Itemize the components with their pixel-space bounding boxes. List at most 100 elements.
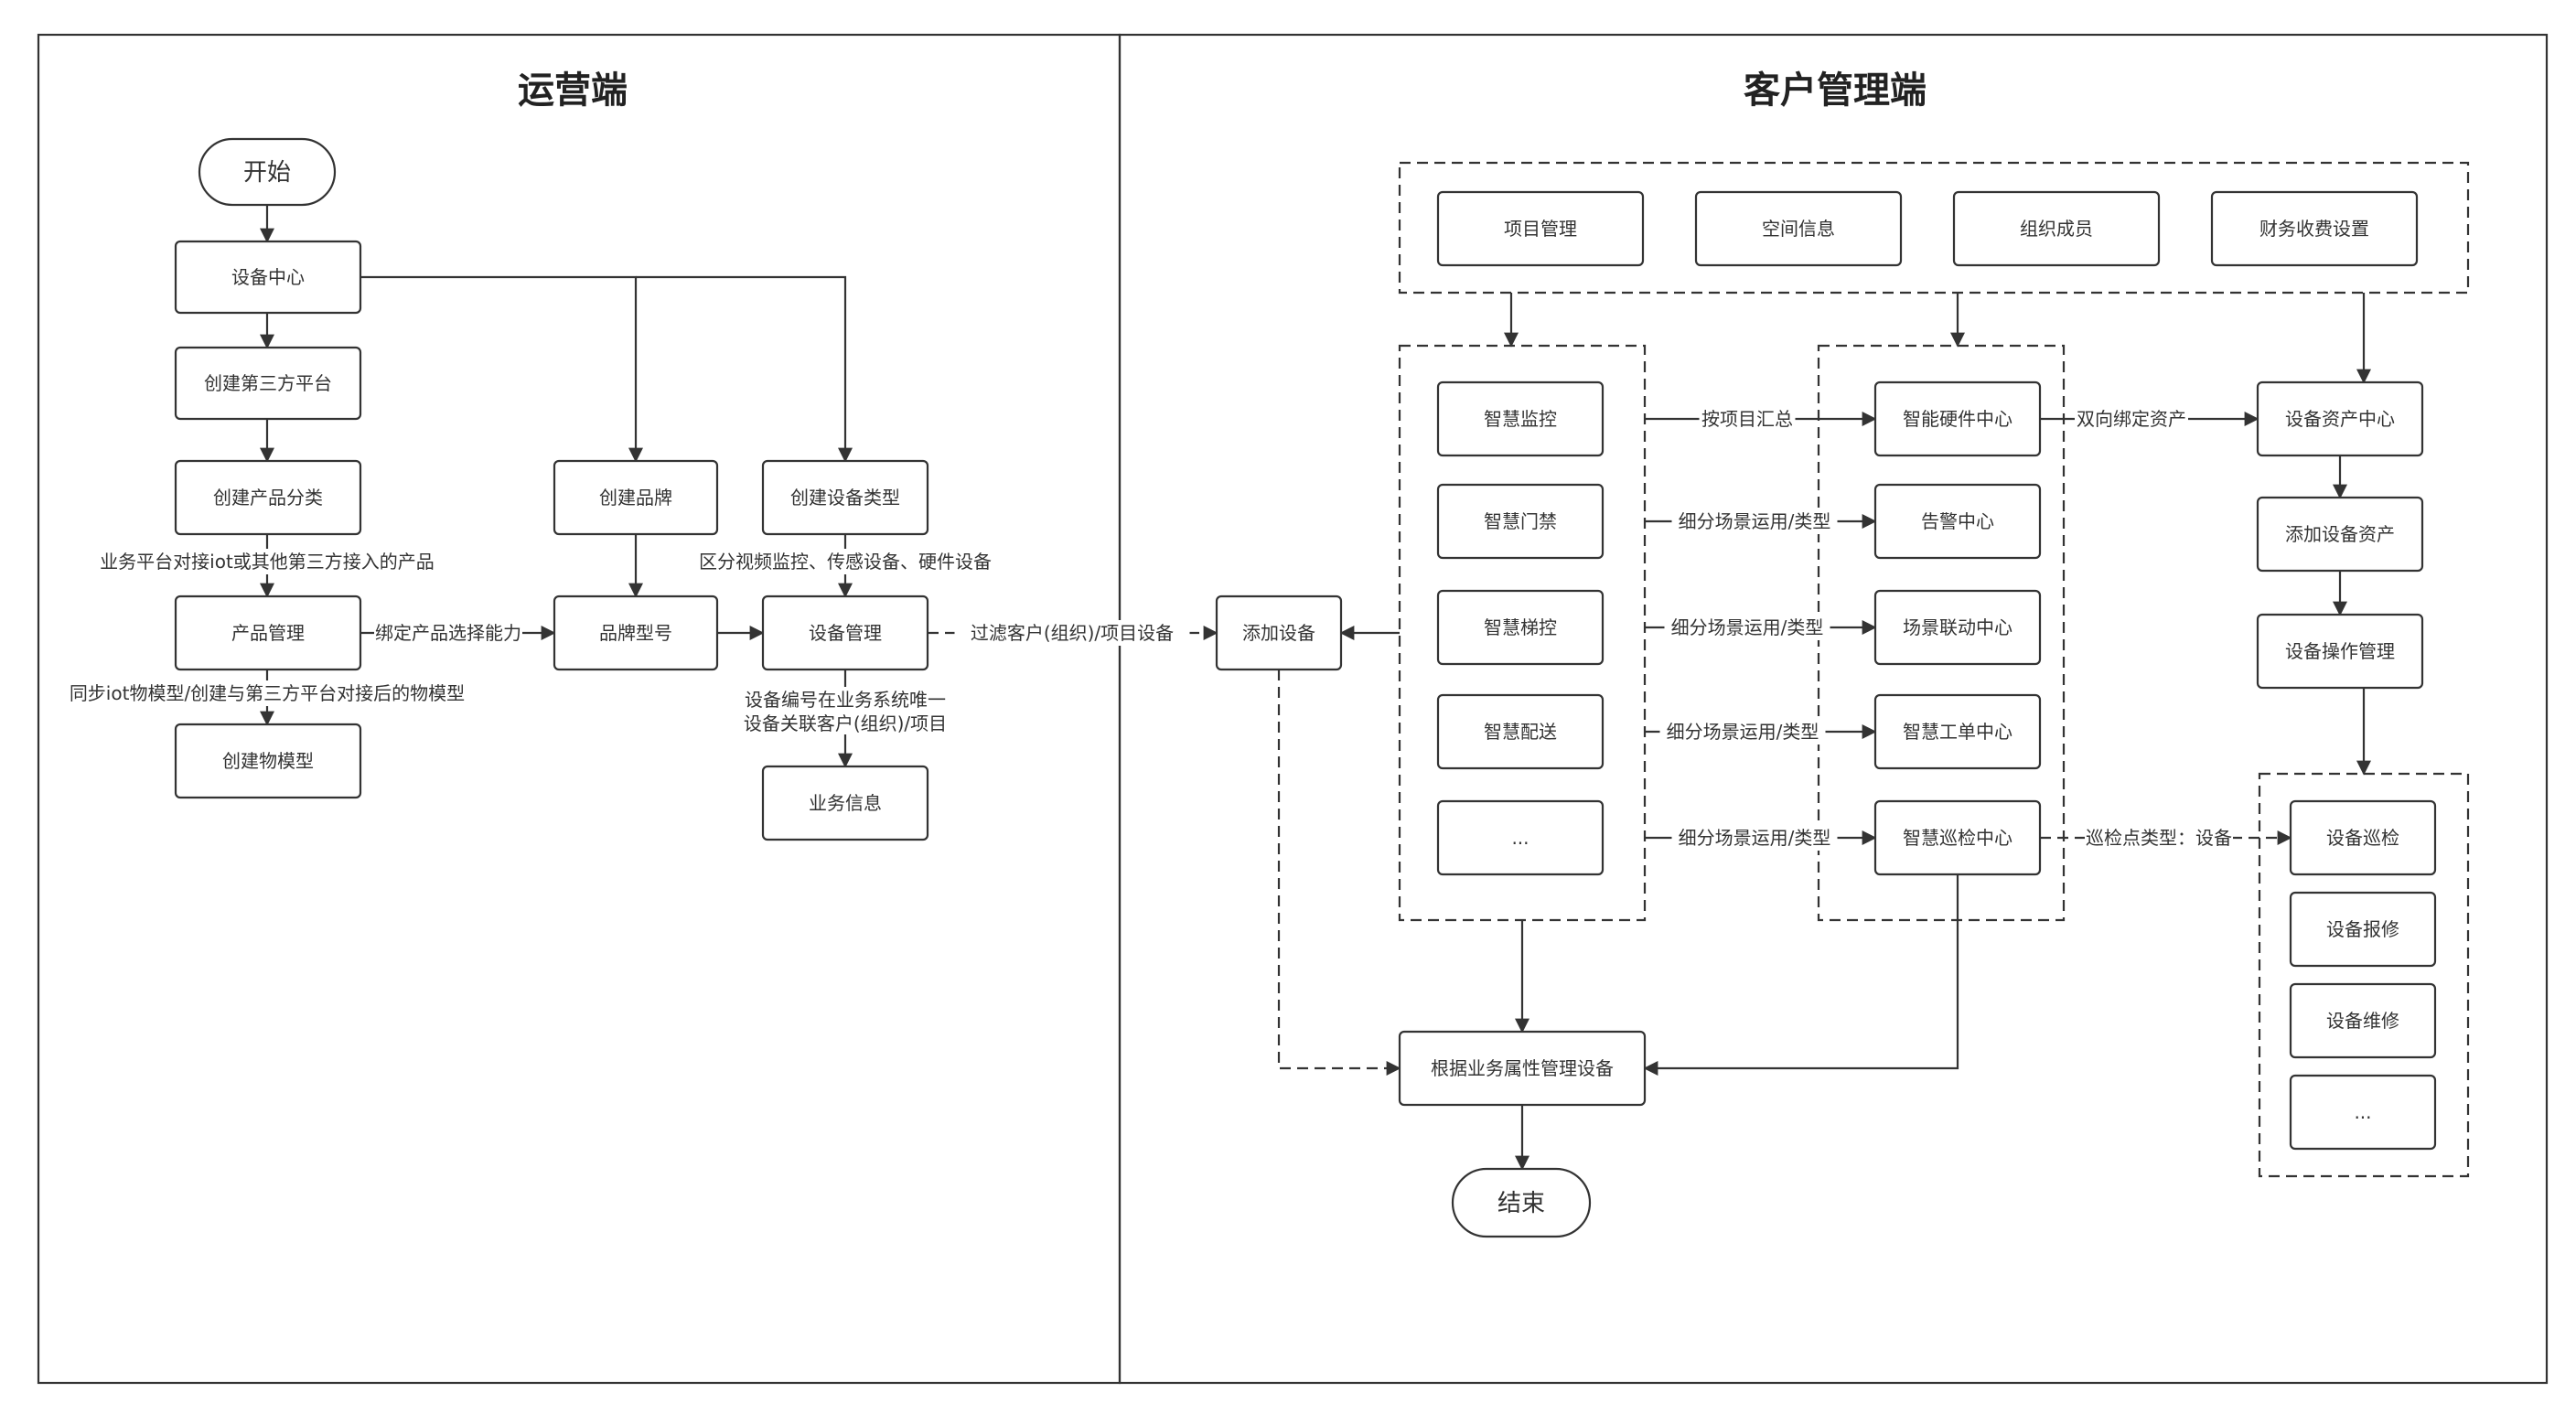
node-box [1873,380,2042,457]
edge-layer [260,205,2371,1171]
node-create-devtype: 创建设备类型 [761,459,929,536]
edge-label-line: 设备编号在业务系统唯一 [745,689,946,711]
node-smart-access: 智慧门禁 [1436,483,1605,560]
node-label: 智慧门禁 [1484,510,1557,532]
node-box [2256,613,2424,690]
node-space-info: 空间信息 [1694,190,1903,267]
edge-label: 细分场景运用/类型 [1659,719,1826,744]
node-label: ... [2354,1101,2371,1123]
node-alarm-center: 告警中心 [1873,483,2042,560]
node-label: 业务信息 [809,792,882,814]
node-box [198,137,337,207]
node-label: 项目管理 [1504,218,1577,240]
node-box [174,346,362,421]
edge-label-text: 细分场景运用/类型 [1671,616,1824,638]
node-label: 开始 [243,159,291,187]
edge-label: 业务平台对接iot或其他第三方接入的产品 [89,549,445,574]
node-label: 创建第三方平台 [204,372,332,394]
node-box [174,459,362,536]
node-box [2256,496,2424,573]
node-box [2289,982,2437,1059]
edge-label-line: 设备关联客户(组织)/项目 [744,712,947,734]
edge-label: 区分视频监控、传感设备、硬件设备 [699,549,992,574]
node-label: 告警中心 [1921,510,1994,532]
node-dev-patrol: 设备巡检 [2289,799,2437,876]
node-more-right: ... [2289,1074,2437,1151]
node-label: 添加设备资产 [2285,523,2395,545]
node-box [1436,380,1605,457]
node-label: 智慧工单中心 [1903,721,2012,743]
node-box [2256,380,2424,457]
node-label: 结束 [1497,1190,1545,1217]
node-box [2289,1074,2437,1151]
node-create-brand: 创建品牌 [553,459,719,536]
node-box [761,595,929,671]
edge-label-text: 细分场景运用/类型 [1679,827,1831,849]
node-brand-model: 品牌型号 [553,595,719,671]
node-finance: 财务收费设置 [2210,190,2419,267]
node-dev-report: 设备报修 [2289,891,2437,968]
node-label: 智慧监控 [1484,408,1557,430]
edge-label: 细分场景运用/类型 [1664,615,1830,640]
node-box [174,240,362,315]
node-product-mgmt: 产品管理 [174,595,362,671]
edge-label-text: 过滤客户(组织)/项目设备 [971,622,1174,644]
lane-client: 客户管理端 [1118,33,2549,1385]
node-label: 智能硬件中心 [1903,408,2012,430]
edge-label: 按项目汇总 [1699,406,1796,432]
node-label: 品牌型号 [599,622,672,644]
node-biz-info: 业务信息 [761,765,929,841]
edge-label: 细分场景运用/类型 [1671,509,1838,534]
node-patrol-center: 智慧巡检中心 [1873,799,2042,876]
node-box [1873,483,2042,560]
edge-label-text: 同步iot物模型/创建与第三方平台对接后的物模型 [70,682,465,704]
node-box [1215,595,1343,671]
edge-label-text: 业务平台对接iot或其他第三方接入的产品 [100,551,435,573]
edge-label-text: 细分场景运用/类型 [1667,721,1819,743]
node-box [1873,589,2042,666]
edge-label-text: 区分视频监控、传感设备、硬件设备 [699,551,992,573]
node-create-third: 创建第三方平台 [174,346,362,421]
edge-label: 过滤客户(组织)/项目设备 [954,620,1190,646]
node-box [1436,483,1605,560]
edge-label: 同步iot物模型/创建与第三方平台对接后的物模型 [54,680,480,706]
edge-label-text: 绑定产品选择能力 [375,622,521,644]
node-label: 财务收费设置 [2259,218,2369,240]
node-label: 设备巡检 [2326,827,2399,849]
node-box [1873,799,2042,876]
edge-label: 细分场景运用/类型 [1671,825,1838,851]
node-box [1952,190,2161,267]
node-label: 设备报修 [2326,918,2399,940]
node-box [1436,799,1605,876]
node-create-cat: 创建产品分类 [174,459,362,536]
node-box [2289,799,2437,876]
node-box [2289,891,2437,968]
node-smart-delivery: 智慧配送 [1436,693,1605,770]
node-device-center: 设备中心 [174,240,362,315]
node-label: 智慧配送 [1484,721,1557,743]
edge-add-device-to-manage-by-attr [1277,670,1401,1076]
node-box [1873,693,2042,770]
edge-label: 巡检点类型：设备 [2085,825,2233,851]
edge-label: 绑定产品选择能力 [374,620,522,646]
node-label: ... [1511,827,1529,849]
node-box [1436,190,1645,267]
node-label: 根据业务属性管理设备 [1431,1057,1614,1079]
node-add-device: 添加设备 [1215,595,1343,671]
node-label: 组织成员 [2020,218,2093,240]
edge-device-center-to-create-devtype [636,275,853,463]
node-label: 设备中心 [231,266,305,288]
node-box [174,723,362,799]
node-box [1436,693,1605,770]
node-box [553,595,719,671]
lane-title-ops: 运营端 [518,70,628,112]
node-label: 创建产品分类 [213,487,323,509]
node-label: 创建物模型 [222,750,314,772]
node-label: 设备资产中心 [2285,408,2395,430]
node-smart-monitor: 智慧监控 [1436,380,1605,457]
group-centers [1817,344,2066,922]
node-workorder-center: 智慧工单中心 [1873,693,2042,770]
